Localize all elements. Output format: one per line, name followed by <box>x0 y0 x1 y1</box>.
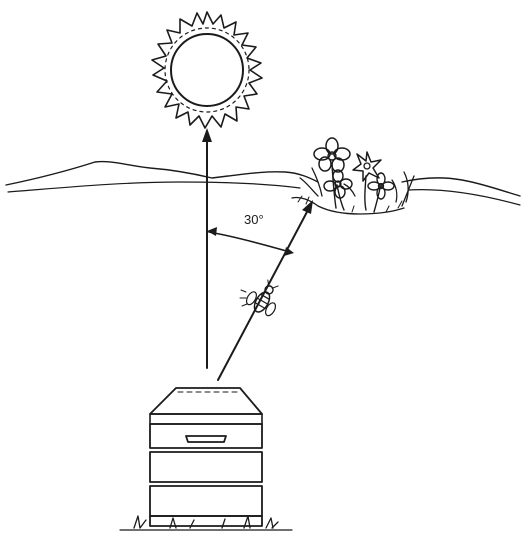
sun-direction-arrow <box>202 128 212 368</box>
bee-motion-lines <box>240 290 247 306</box>
angle-label: 30° <box>244 212 264 227</box>
sun-icon <box>152 12 262 128</box>
angle-indicator <box>207 227 294 256</box>
beehive-icon <box>120 388 292 530</box>
bee-icon <box>244 275 286 319</box>
horizon-hills <box>6 162 520 205</box>
